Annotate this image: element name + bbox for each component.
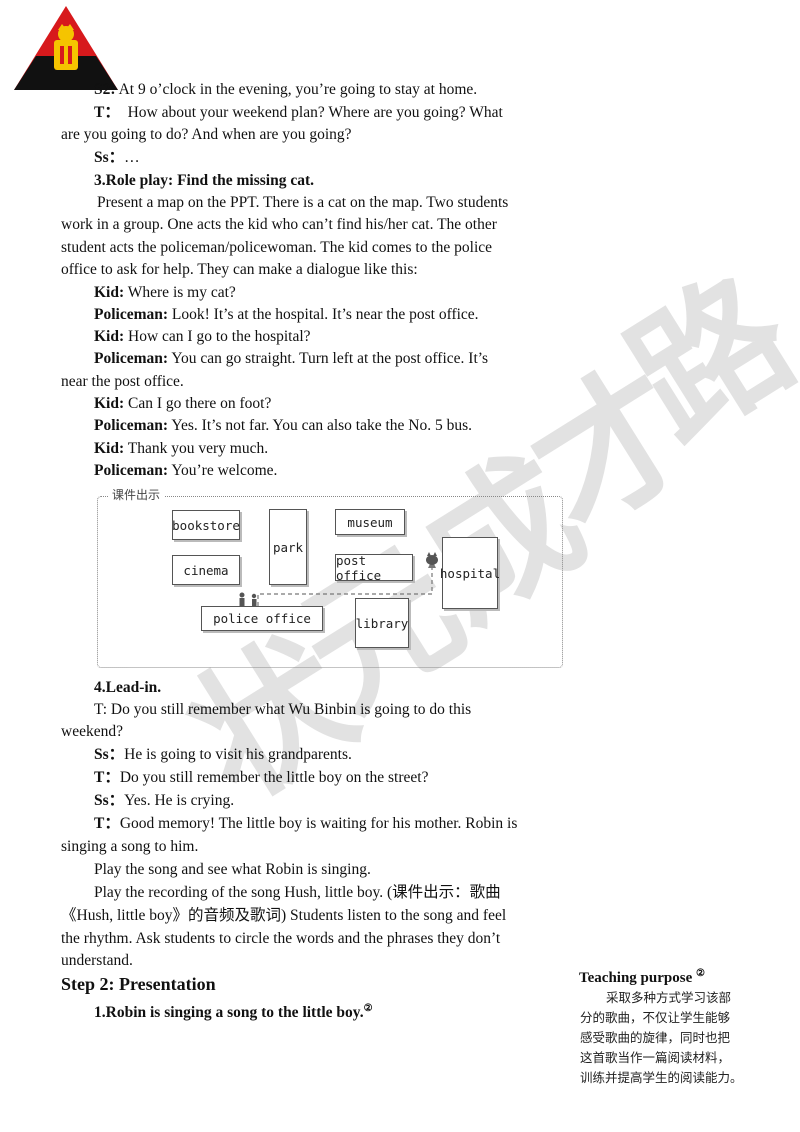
map-diagram [97,496,563,668]
speaker-label: T： [94,769,120,786]
map-park: park [269,509,307,585]
dialogue-line: Kid: How can I go to the hospital? [94,327,311,347]
map-police-office: police office [201,606,323,631]
line-text: Look! It’s at the hospital. It’s near th… [171,306,479,323]
text-line: understand. [61,952,133,969]
speaker-label: T： [94,815,120,832]
text-line: student acts the policeman/policewoman. … [61,239,493,256]
watermark-char: 路 [602,246,800,474]
dialogue-line: Policeman: Look! It’s at the hospital. I… [94,305,479,325]
map-cinema: cinema [172,555,240,585]
cat-icon [426,552,438,565]
text-line: are you going to do? And when are you go… [61,125,352,145]
subsection-text: 1.Robin is singing a song to the little … [94,1004,364,1022]
text-line: T：Good memory! The little boy is waiting… [94,814,517,834]
text-line: Present a map on the PPT. There is a cat… [97,194,509,211]
map-hospital: hospital [440,537,500,609]
subsection-heading: 1.Robin is singing a song to the little … [94,999,373,1023]
people-icon [239,592,257,607]
speaker-label: Ss： [94,149,125,166]
dialogue-line: Kid: Thank you very much. [94,439,268,459]
line-text: … [124,149,140,166]
footnote-mark: ② [363,1003,373,1014]
section-heading: 3.Role play: Find the missing cat. [94,172,315,189]
line-text: How about your weekend plan? Where are y… [127,104,503,121]
line-text: Can I go there on foot? [128,395,272,412]
speaker-label: T： [94,104,120,121]
text-line: the rhythm. Ask students to circle the w… [61,930,501,947]
speaker-label: Policeman: [94,306,169,323]
map-library: library [355,598,409,648]
line-text: Thank you very much. [127,440,269,457]
dialogue-line: Policeman: Yes. It’s not far. You can al… [94,416,472,436]
speaker-label: Policeman: [94,350,169,367]
line-text: Good memory! The little boy is waiting f… [119,815,518,832]
line-text: At 9 o’clock in the evening, you’re goin… [118,81,478,98]
map-post-office: post office [335,553,413,583]
line-text: Where is my cat? [127,284,236,301]
sidebar-line: 这首歌当作一篇阅读材料， [580,1050,731,1065]
text-line: 《Hush, little boy》的音频及歌词) Students liste… [61,907,507,924]
sidebar-line: 分的歌曲，不仅让学生能够 [580,1010,731,1025]
diagram-title: 课件出示 [108,486,165,504]
footnote-mark: ② [695,968,705,979]
sidebar-title-text: Teaching purpose [579,970,693,986]
sidebar-line: 感受歌曲的旋律，同时也把 [580,1030,731,1045]
dialogue-line: Policeman: You’re welcome. [94,461,277,481]
line-text: He is going to visit his grandparents. [124,746,352,763]
text-line: singing a song to him. [61,838,199,855]
text-line: Ss：… [94,148,140,168]
line-text: Yes. It’s not far. You can also take the… [171,417,473,434]
dialogue-line: Kid: Where is my cat? [94,283,236,303]
map-museum: museum [335,509,405,535]
speaker-label: Kid: [94,440,125,457]
step-heading: Step 2: Presentation [61,974,216,994]
line-text: Do you still remember the little boy on … [119,769,429,786]
sidebar-line: 训练并提高学生的阅读能力。 [580,1070,743,1085]
text-line: T: Do you still remember what Wu Binbin … [94,701,472,718]
line-text: You’re welcome. [171,462,278,479]
text-line: Play the song and see what Robin is sing… [94,861,371,878]
line-text: How can I go to the hospital? [128,328,311,345]
text-line: office to ask for help. They can make a … [61,261,418,278]
speaker-label: Policeman: [94,462,169,479]
text-line: Ss：Yes. He is crying. [94,791,234,811]
teaching-purpose-body: 采取多种方式学习该部 分的歌曲，不仅让学生能够 感受歌曲的旋律，同时也把 这首歌… [580,988,765,1088]
speaker-label: Ss： [94,746,125,763]
teaching-purpose-title: Teaching purpose ② [579,964,705,988]
text-line: Ss：He is going to visit his grandparents… [94,745,352,765]
speaker-label: Ss： [94,792,125,809]
speaker-label: Kid: [94,328,125,345]
line-text: are you going to do? And when are you go… [61,126,352,143]
dialogue-line: Policeman: You can go straight. Turn lef… [94,349,488,369]
speaker-label: Kid: [94,284,125,301]
line-text: Yes. He is crying. [124,792,235,809]
text-line: weekend? [61,723,123,740]
text-line: Play the recording of the song Hush, lit… [94,884,501,901]
text-line: T： How about your weekend plan? Where ar… [94,103,503,123]
text-line: S2: At 9 o’clock in the evening, you’re … [94,80,477,100]
text-line: work in a group. One acts the kid who ca… [61,216,497,233]
speaker-label: Kid: [94,395,125,412]
text-line: near the post office. [61,373,184,390]
map-bookstore: bookstore [172,510,240,540]
speaker-label: S2: [94,81,116,98]
speaker-label: Policeman: [94,417,169,434]
section-heading: 4.Lead-in. [94,679,162,696]
text-line: T：Do you still remember the little boy o… [94,768,428,788]
sidebar-line: 采取多种方式学习该部 [606,990,732,1005]
dialogue-line: Kid: Can I go there on foot? [94,394,271,414]
logo-icon [14,6,118,90]
line-text: You can go straight. Turn left at the po… [171,350,489,367]
